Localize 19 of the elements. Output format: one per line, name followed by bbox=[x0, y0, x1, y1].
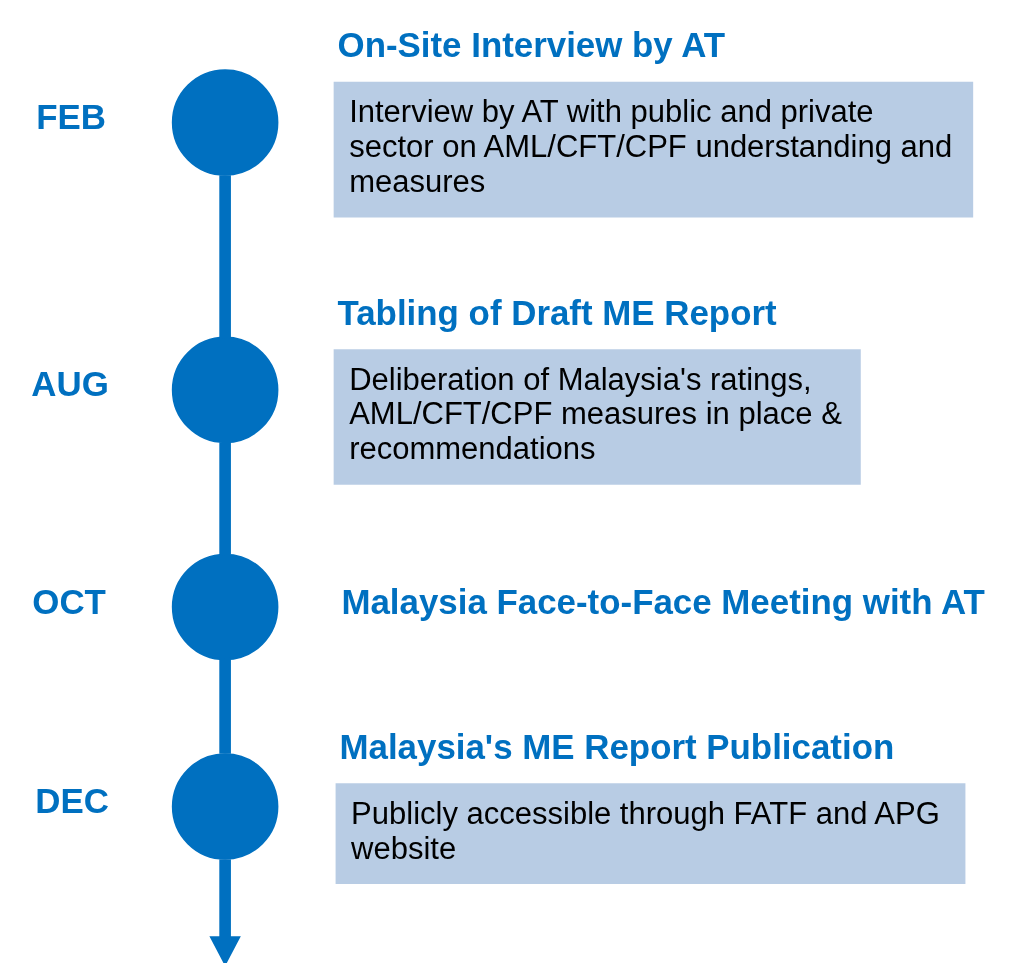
node-box: Deliberation of Malaysia's ratings, AML/CFT/CPF measures in place & recommendations bbox=[333, 348, 861, 485]
node-label: AUG bbox=[31, 363, 109, 403]
node-circle bbox=[171, 553, 279, 660]
connector bbox=[219, 658, 231, 754]
arrow bbox=[209, 858, 241, 963]
node-label: FEB bbox=[36, 96, 106, 136]
node-box: Publicly accessible through FATF and APG website bbox=[335, 782, 966, 884]
node-label: On-Site Interview by AT bbox=[337, 24, 726, 64]
node-label: Malaysia's ME Report Publication bbox=[339, 726, 895, 766]
node-circle bbox=[171, 336, 279, 443]
node-label: Malaysia Face-to-Face Meeting with AT bbox=[341, 581, 985, 621]
node-box: Interview by AT with public and private sector on AML/CFT/CPF understanding and measures bbox=[333, 81, 974, 217]
node-label: DEC bbox=[35, 780, 109, 820]
node-circle bbox=[171, 752, 279, 860]
node-label: Tabling of Draft ME Report bbox=[337, 292, 777, 332]
node-label: OCT bbox=[32, 581, 106, 621]
connector bbox=[219, 174, 231, 337]
node-circle bbox=[171, 68, 279, 176]
connector bbox=[219, 441, 231, 554]
